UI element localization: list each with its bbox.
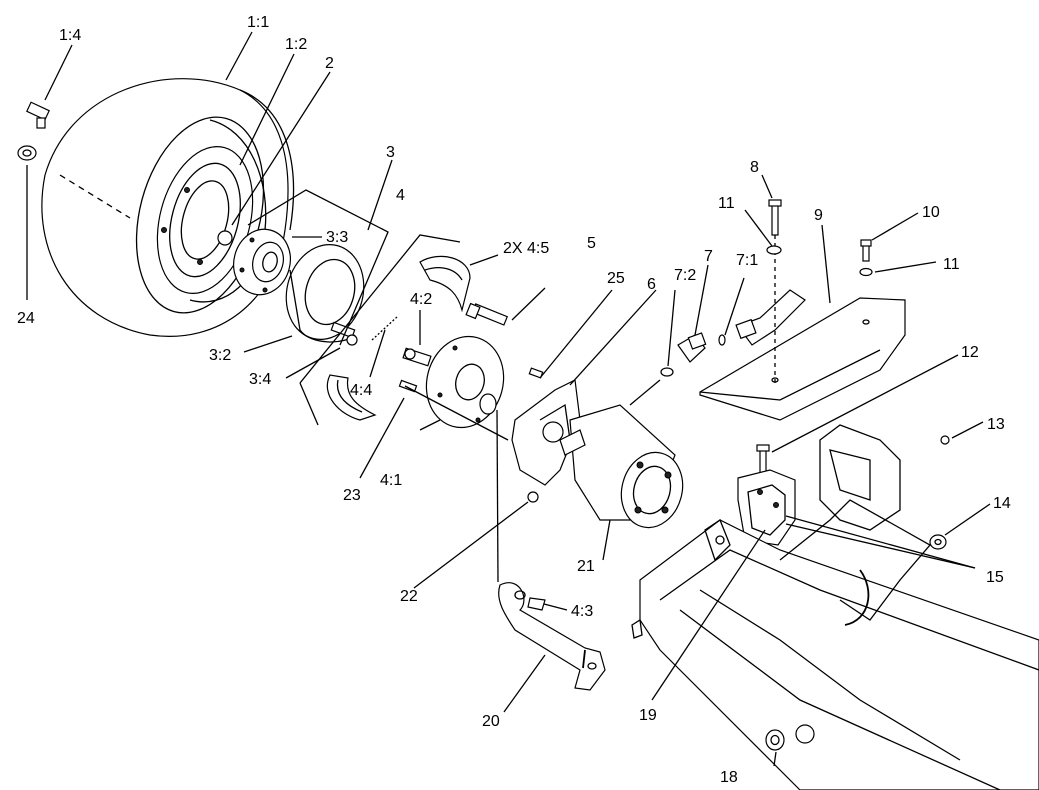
brake-spring — [371, 315, 399, 341]
label-8: 8 — [750, 159, 759, 176]
brake-adjuster — [402, 347, 432, 367]
callout-labels: 1:1 1:2 1:4 2 3 3:2 3:3 3:4 4 4:1 4:2 4:… — [17, 14, 1011, 786]
label-4-4: 4:4 — [350, 382, 372, 399]
label-3-3: 3:3 — [326, 229, 348, 246]
label-14: 14 — [993, 495, 1011, 512]
label-11-right: 11 — [943, 256, 960, 273]
wheel-rim — [156, 146, 254, 294]
label-11-top: 11 — [718, 195, 735, 212]
label-23: 23 — [343, 487, 361, 504]
nut-13 — [940, 435, 950, 445]
clip-4-3 — [527, 597, 546, 611]
label-19: 19 — [639, 707, 657, 724]
label-10: 10 — [922, 204, 940, 221]
mount-bracket — [737, 469, 796, 546]
label-3: 3 — [386, 144, 395, 161]
label-4-3: 4:3 — [571, 603, 593, 620]
frame — [631, 424, 1039, 790]
washer-11a — [766, 245, 782, 255]
label-24: 24 — [17, 310, 35, 327]
label-2: 2 — [325, 55, 334, 72]
label-22: 22 — [400, 588, 418, 605]
fitting-7 — [677, 332, 707, 363]
shield — [699, 297, 906, 421]
label-4-1: 4:1 — [380, 472, 402, 489]
bolt-10 — [860, 239, 872, 262]
label-7: 7 — [704, 248, 713, 265]
backing-plate — [425, 335, 505, 429]
washer-11b — [859, 267, 873, 277]
label-18: 18 — [720, 769, 738, 786]
brake-drum — [285, 244, 365, 343]
hydraulic-hose — [735, 289, 806, 346]
label-5: 5 — [587, 235, 596, 252]
label-4-2: 4:2 — [410, 291, 432, 308]
label-3-2: 3:2 — [209, 347, 231, 364]
label-1-1: 1:1 — [247, 14, 269, 31]
label-21: 21 — [577, 558, 595, 575]
screw-23 — [398, 379, 418, 393]
label-4: 4 — [396, 187, 405, 204]
spacer-18 — [765, 724, 815, 751]
label-3-4: 3:4 — [249, 371, 271, 388]
label-9: 9 — [814, 207, 823, 224]
motor-mount — [511, 379, 581, 486]
label-1-2: 1:2 — [285, 36, 307, 53]
label-2x-4-5: 2X 4:5 — [503, 240, 549, 257]
callout-4-bracket — [299, 234, 461, 384]
nut-14 — [929, 534, 947, 550]
leader-lines — [26, 31, 991, 767]
bolt-5 — [465, 302, 509, 326]
label-7-2: 7:2 — [674, 267, 696, 284]
label-1-4: 1:4 — [59, 27, 81, 44]
label-25: 25 — [607, 270, 625, 287]
label-7-1: 7:1 — [736, 252, 758, 269]
brake-shoe-lower — [326, 374, 377, 421]
brake-shoe-upper — [419, 255, 471, 313]
brake-arm — [498, 582, 606, 691]
bolt-8 — [768, 199, 782, 385]
o-ring-7-1 — [718, 334, 726, 346]
axis-line — [59, 174, 131, 219]
callout-3-bracket — [247, 189, 389, 346]
label-13: 13 — [987, 416, 1005, 433]
hydraulic-motor — [559, 404, 684, 529]
o-ring-7-2 — [660, 367, 674, 377]
label-15: 15 — [986, 569, 1004, 586]
label-12: 12 — [961, 344, 979, 361]
wheel-bolt — [26, 101, 50, 129]
label-20: 20 — [482, 713, 500, 730]
label-6: 6 — [647, 276, 656, 293]
lug-nut — [17, 145, 37, 161]
wheel-hub — [233, 228, 291, 296]
nut-22 — [527, 491, 539, 503]
